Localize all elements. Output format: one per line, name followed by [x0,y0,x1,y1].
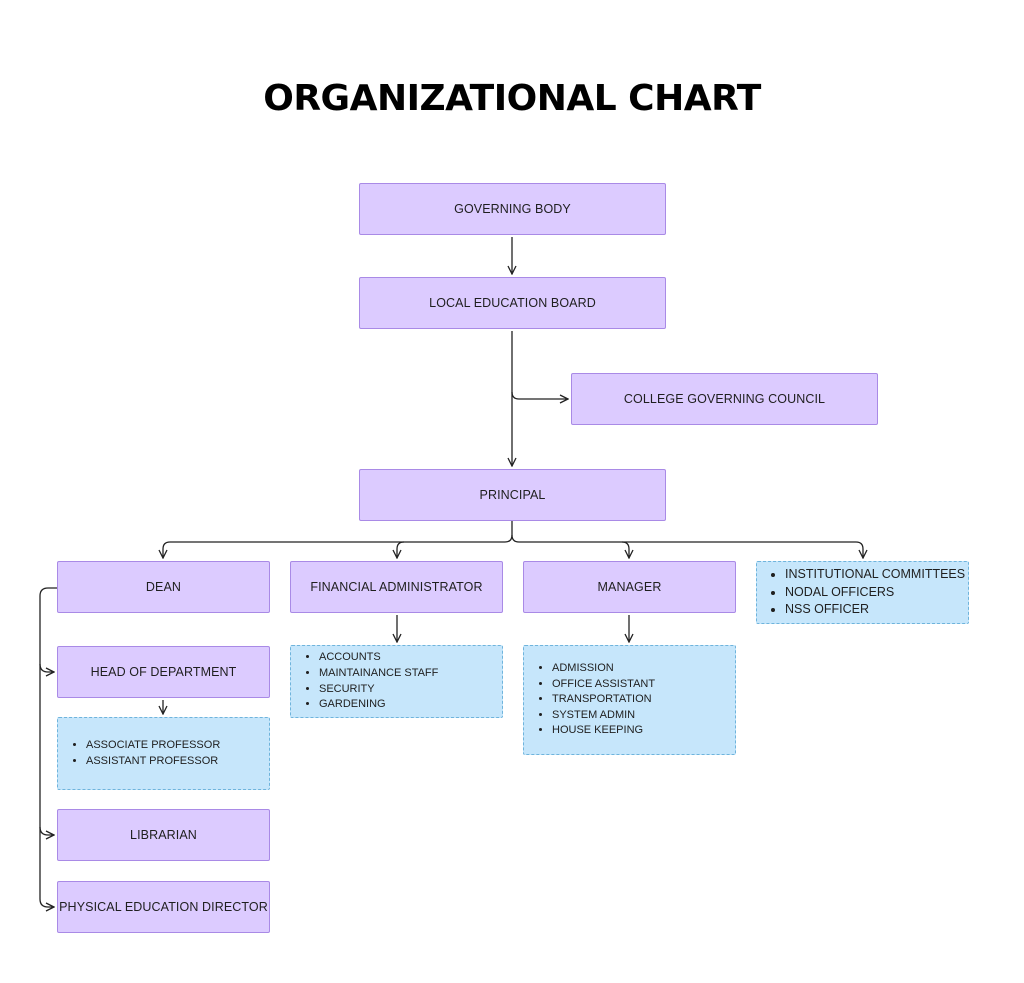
list-finance-staff: ACCOUNTS MAINTAINANCE STAFF SECURITY GAR… [290,645,503,718]
list-item: SECURITY [319,682,438,698]
connector-board-to-council [511,391,568,399]
node-dean: DEAN [57,561,270,613]
node-librarian: LIBRARIAN [57,809,270,861]
list-item: ASSOCIATE PROFESSOR [86,738,220,754]
connector-distribution-right [511,534,863,558]
node-label: PHYSICAL EDUCATION DIRECTOR [59,900,268,914]
list-committees: INSTITUTIONAL COMMITTEES NODAL OFFICERS … [756,561,969,624]
node-label: MANAGER [597,580,662,594]
list-faculty: ASSOCIATE PROFESSOR ASSISTANT PROFESSOR [57,717,270,790]
node-label: LOCAL EDUCATION BOARD [429,296,596,310]
list-item: MAINTAINANCE STAFF [319,666,438,682]
list-item: OFFICE ASSISTANT [552,677,655,693]
node-principal: PRINCIPAL [359,469,666,521]
node-label: DEAN [145,580,182,594]
node-manager: MANAGER [523,561,736,613]
list-item: HOUSE KEEPING [552,723,655,739]
list-item: NSS OFFICER [785,601,965,619]
connector-to-financial [397,541,405,558]
connector-distribution-left [163,541,505,558]
list-item: GARDENING [319,697,438,713]
node-financial-administrator: FINANCIAL ADMINISTRATOR [290,561,503,613]
node-college-governing-council: COLLEGE GOVERNING COUNCIL [571,373,878,425]
node-head-of-department: HEAD OF DEPARTMENT [57,646,270,698]
list-item: SYSTEM ADMIN [552,708,655,724]
connector-dean-to-librarian [39,826,54,835]
node-label: PRINCIPAL [479,488,546,502]
connector-dean-bracket [39,587,57,907]
node-physical-education-director: PHYSICAL EDUCATION DIRECTOR [57,881,270,933]
chart-title: ORGANIZATIONAL CHART [263,78,761,119]
node-label: COLLEGE GOVERNING COUNCIL [623,392,826,406]
list-item: ASSISTANT PROFESSOR [86,754,220,770]
node-governing-body: GOVERNING BODY [359,183,666,235]
node-label: FINANCIAL ADMINISTRATOR [310,580,483,594]
node-label: GOVERNING BODY [454,202,571,216]
node-label: HEAD OF DEPARTMENT [90,665,237,679]
list-item: INSTITUTIONAL COMMITTEES [785,566,965,584]
list-item: ACCOUNTS [319,650,438,666]
list-item: NODAL OFFICERS [785,584,965,602]
list-item: TRANSPORTATION [552,692,655,708]
connector-principal-down [504,521,513,543]
list-item: ADMISSION [552,661,655,677]
connector-to-manager [621,541,629,558]
node-label: LIBRARIAN [130,828,197,842]
node-local-education-board: LOCAL EDUCATION BOARD [359,277,666,329]
list-manager-staff: ADMISSION OFFICE ASSISTANT TRANSPORTATIO… [523,645,736,755]
connector-dean-to-hod [39,663,54,672]
